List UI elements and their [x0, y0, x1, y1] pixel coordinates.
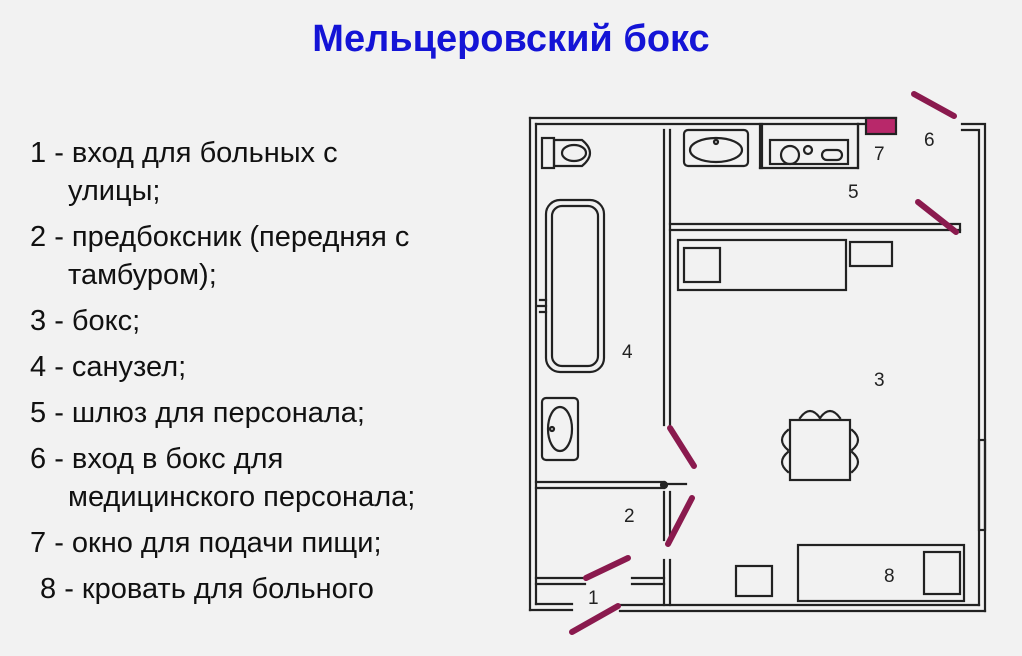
label-4: 4 [622, 342, 633, 363]
serving-window [864, 116, 898, 136]
bed-top-icon [676, 238, 894, 292]
airlock-counter-icon [768, 138, 850, 166]
label-2: 2 [624, 506, 635, 527]
legend-text: - шлюз для персонала; [54, 397, 365, 429]
toilet-icon [540, 136, 592, 170]
legend-text: - предбоксник (передняя с [54, 221, 410, 253]
table-chairs-icon [780, 409, 860, 482]
legend-num: 1 [30, 137, 47, 169]
bathtub-icon [536, 198, 606, 374]
bathroom-sink-icon [540, 396, 580, 462]
legend-item-8: 8 - кровать для больного [30, 570, 530, 608]
legend-item-5: 5 - шлюз для персонала; [30, 394, 530, 432]
legend-num: 6 [30, 443, 47, 475]
legend-cont: тамбуром); [68, 259, 217, 291]
label-8: 8 [884, 566, 895, 587]
legend-num: 4 [30, 351, 47, 383]
label-6: 6 [924, 130, 935, 151]
legend-item-6: 6 - вход в бокс для медицинского персона… [30, 440, 530, 516]
tambour-door [583, 555, 631, 581]
legend-item-7: 7 - окно для подачи пищи; [30, 524, 530, 562]
legend-num: 5 [30, 397, 47, 429]
legend-cont: медицинского персонала; [68, 481, 416, 513]
airlock-sink-icon [682, 128, 750, 168]
staff-entry-door-inner [915, 199, 959, 235]
street-entry-door [569, 603, 621, 635]
legend-text: - вход в бокс для [54, 443, 284, 475]
legend-cont: улицы; [68, 175, 161, 207]
bed-icon [734, 543, 966, 603]
legend-text: - кровать для больного [64, 573, 374, 605]
legend-text: - бокс; [54, 305, 141, 337]
label-7: 7 [874, 144, 885, 165]
legend-num: 3 [30, 305, 47, 337]
legend-item-3: 3 - бокс; [30, 302, 530, 340]
side-window [977, 438, 987, 532]
inner-walls [534, 122, 962, 607]
label-5: 5 [848, 182, 859, 203]
legend-item-4: 4 - санузел; [30, 348, 530, 386]
legend-num: 7 [30, 527, 47, 559]
page-title: Мельцеровский бокс [312, 18, 710, 60]
door-hinge [659, 480, 669, 490]
box-door [667, 425, 697, 469]
legend-text: - окно для подачи пищи; [54, 527, 382, 559]
label-3: 3 [874, 370, 885, 391]
legend-text: - вход для больных с [54, 137, 338, 169]
outer-walls [528, 116, 987, 613]
anteroom-door [665, 495, 695, 547]
legend-num: 2 [30, 221, 47, 253]
legend-item-2: 2 - предбоксник (передняя с тамбуром); [30, 218, 530, 294]
staff-entry-door-outer [911, 91, 957, 119]
legend: 1 - вход для больных с улицы; 2 - предбо… [30, 134, 530, 616]
legend-num: 8 [40, 573, 57, 605]
legend-item-1: 1 - вход для больных с улицы; [30, 134, 530, 210]
legend-text: - санузел; [54, 351, 187, 383]
label-1: 1 [588, 588, 599, 609]
